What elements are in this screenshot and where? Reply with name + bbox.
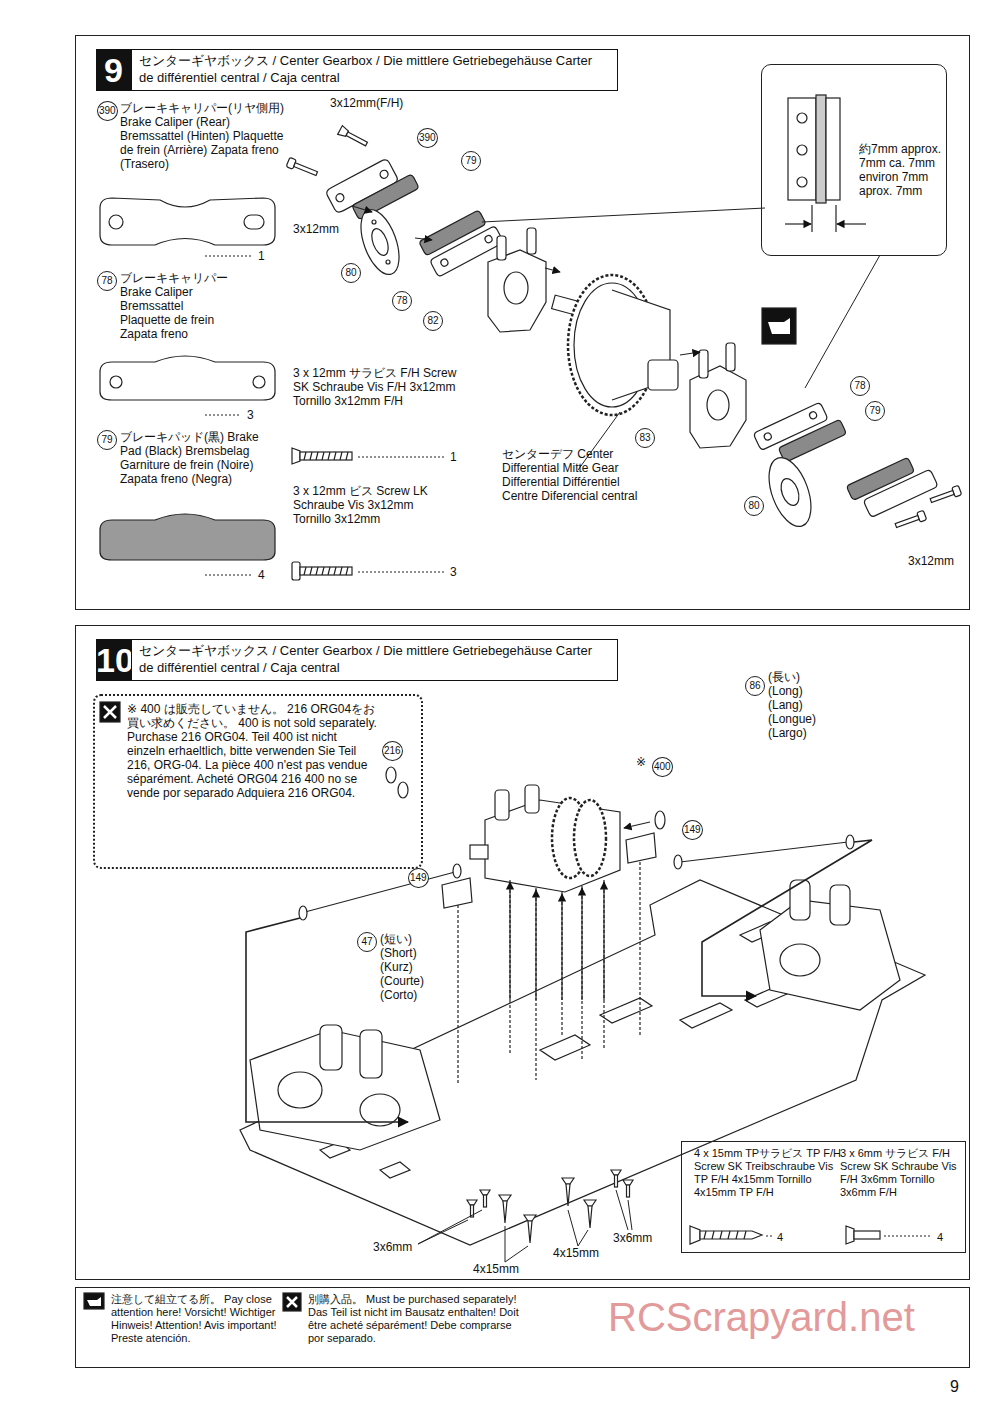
callout-number: 79: [97, 430, 117, 450]
screw-size: 3x6mm: [373, 1240, 412, 1254]
rear-gearbox: [250, 1025, 440, 1150]
callout-number: 80: [744, 496, 764, 516]
attention-icon: [762, 308, 796, 344]
brake-caliper-rear-picture: [100, 198, 275, 245]
center-gearbox: [470, 785, 620, 892]
part-name: (短い) (Short) (Kurz) (Courte) (Corto): [380, 932, 442, 1002]
step-heading: センターギヤボックス / Center Gearbox / Die mittle…: [131, 49, 618, 91]
quantity: 4: [258, 568, 265, 582]
center-gearbox-exploded: [286, 126, 962, 532]
step-heading: センターギヤボックス / Center Gearbox / Die mittle…: [131, 639, 618, 681]
callout-number: 78: [97, 271, 117, 291]
callout-number: 79: [461, 151, 481, 171]
inset-detail: [785, 95, 866, 232]
callout-number: 83: [635, 428, 655, 448]
screw-spec: 3 x 6mm サラビス F/H Screw SK Schraube Vis F…: [840, 1147, 960, 1199]
step-number: 10: [96, 639, 131, 681]
dimension-note: 約7mm approx. 7mm ca. 7mm environ 7mm apr…: [859, 142, 943, 198]
step-panel: 10センターギヤボックス / Center Gearbox / Die mitt…: [75, 625, 970, 1280]
washer-400: [655, 811, 665, 829]
assembly-guides: [246, 822, 872, 1122]
symbol-note: 別購入品。 Must be purchased separately! Das …: [308, 1293, 530, 1345]
part-name: センターデフ Center Differential Mitte Gear Di…: [502, 447, 642, 503]
callout-number: 149: [408, 868, 429, 888]
callout-number: 80: [341, 263, 361, 283]
quantity: 1: [450, 450, 457, 464]
screw-size: 3x12mm(F/H): [330, 96, 403, 110]
legend-screw-pictures: [690, 1226, 930, 1244]
part-name: (長い) (Long) (Lang) (Longue) (Largo): [768, 670, 830, 740]
drive-shaft-short: [299, 864, 461, 920]
part-name: ブレーキキャリパー(リヤ側用) Brake Caliper (Rear) Bre…: [120, 101, 288, 171]
callout-number: 86: [745, 676, 765, 696]
screw-size: 4x15mm: [553, 1246, 599, 1260]
note-icon: [100, 702, 120, 722]
quantity: 4: [937, 1231, 943, 1244]
callout-number: 82: [423, 311, 443, 331]
pan-screw-picture: [292, 562, 352, 580]
callout-number: 78: [392, 291, 412, 311]
callout-number: 149: [682, 820, 703, 840]
step-number: 9: [96, 49, 131, 91]
screw-legend-box: 4 x 15mm TPサラビス TP F/H Screw SK Treibsch…: [681, 1141, 966, 1253]
front-gearbox: [760, 880, 900, 1010]
screw-size: 4x15mm: [473, 1262, 519, 1276]
washer-picture: [386, 767, 408, 798]
chassis-plate: [240, 880, 925, 1245]
screw-size: 3x12mm: [293, 222, 339, 236]
note-mark: ※: [636, 755, 646, 769]
screw-spec: 4 x 15mm TPサラビス TP F/H Screw SK Treibsch…: [694, 1147, 842, 1199]
quantity: 3: [247, 408, 254, 422]
bottom-screws: [418, 1170, 633, 1262]
watermark: RCScrapyard.net: [608, 1296, 915, 1338]
brake-pad-picture: [100, 514, 275, 560]
screw-spec: 3 x 12mm サラビス F/H Screw SK Schraube Vis …: [293, 366, 473, 408]
part-name: ブレーキキャリパー Brake Caliper Bremssattel Plaq…: [120, 271, 236, 341]
callout-number: 78: [850, 376, 870, 396]
page-number: 9: [950, 1378, 959, 1396]
drive-shaft-long: [674, 835, 854, 869]
count-leader: [205, 256, 444, 575]
quantity: 4: [777, 1231, 783, 1244]
flat-head-screw-picture: [292, 448, 352, 464]
part-name: ブレーキパッド(黒) Brake Pad (Black) Bremsbelag …: [120, 430, 270, 486]
callout-number: 216: [382, 741, 403, 761]
screw-size: 3x12mm: [908, 554, 954, 568]
quantity: 1: [258, 249, 265, 263]
callout-number: 390: [417, 128, 438, 148]
inset-box: 約7mm approx. 7mm ca. 7mm environ 7mm apr…: [761, 64, 947, 256]
quantity: 3: [450, 565, 457, 579]
brake-caliper-picture: [100, 356, 275, 400]
note-text: ※ 400 は販売していません。 216 ORG04をお買い求めください。 40…: [127, 702, 377, 800]
callout-number: 400: [652, 757, 673, 777]
mount-bracket: [442, 833, 656, 908]
note-box: ※ 400 は販売していません。 216 ORG04をお買い求めください。 40…: [93, 694, 423, 869]
callout-number: 79: [865, 401, 885, 421]
screw-spec: 3 x 12mm ビス Screw LK Schraube Vis 3x12mm…: [293, 484, 453, 526]
symbol-note: 注意して組立てる所。 Pay close attention here! Vor…: [111, 1293, 283, 1345]
callout-number: 47: [357, 932, 377, 952]
callout-number: 390: [97, 101, 118, 121]
screw-size: 3x6mm: [613, 1231, 652, 1245]
